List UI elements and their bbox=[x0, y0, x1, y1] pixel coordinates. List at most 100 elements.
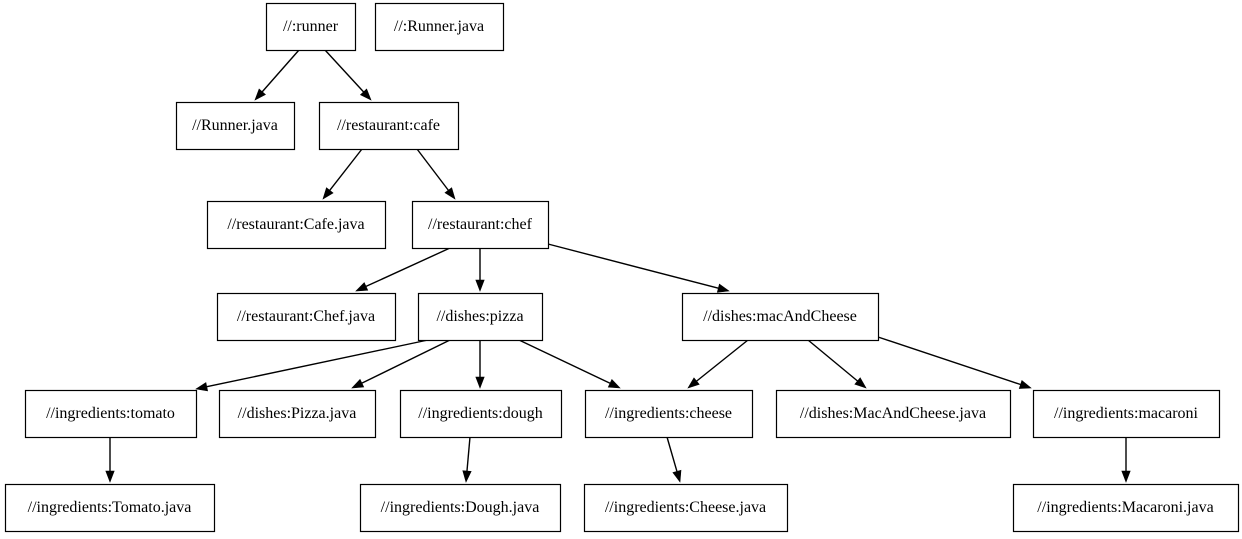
node-box[interactable] bbox=[24, 389, 198, 439]
node-box[interactable] bbox=[411, 200, 550, 250]
graph-edge bbox=[518, 339, 621, 389]
edge-line bbox=[261, 49, 300, 93]
edge-arrowhead bbox=[607, 378, 621, 389]
edge-arrowhead bbox=[444, 187, 456, 200]
graph-node-runner-java[interactable]: //Runner.java bbox=[175, 101, 296, 151]
edge-line bbox=[365, 247, 451, 288]
graph-edge bbox=[355, 247, 451, 292]
graph-node-runner[interactable]: //:runner bbox=[265, 2, 357, 52]
edge-arrowhead bbox=[475, 376, 485, 389]
edge-arrowhead bbox=[716, 283, 730, 293]
graph-node-ing-macaroni[interactable]: //ingredients:macaroni bbox=[1032, 389, 1221, 439]
edge-line bbox=[206, 339, 429, 388]
node-label: //ingredients:Macaroni.java bbox=[1037, 499, 1213, 516]
node-label: //ingredients:Cheese.java bbox=[605, 499, 766, 516]
edge-arrowhead bbox=[322, 187, 334, 200]
graph-node-restaurant-chef[interactable]: //restaurant:chef bbox=[411, 200, 550, 250]
node-box[interactable] bbox=[775, 389, 1012, 439]
graph-node-ing-tomato[interactable]: //ingredients:tomato bbox=[24, 389, 198, 439]
edge-line bbox=[466, 436, 471, 472]
graph-edge bbox=[254, 49, 300, 101]
edge-line bbox=[877, 336, 1021, 386]
edge-line bbox=[361, 339, 451, 384]
node-label: //ingredients:Tomato.java bbox=[28, 499, 192, 516]
node-label: //restaurant:Cafe.java bbox=[227, 216, 364, 233]
graph-edge bbox=[1121, 437, 1131, 483]
node-box[interactable] bbox=[681, 292, 880, 342]
edge-arrowhead bbox=[475, 279, 485, 292]
graph-node-dishes-macandcheese[interactable]: //dishes:macAndCheese bbox=[681, 292, 880, 342]
graph-edge bbox=[475, 248, 485, 292]
graph-edge bbox=[195, 339, 429, 392]
graph-node-restaurant-chef-java[interactable]: //restaurant:Chef.java bbox=[216, 292, 397, 342]
node-box[interactable] bbox=[216, 292, 397, 342]
node-label: //restaurant:chef bbox=[428, 216, 533, 233]
graph-node-dishes-mac-java[interactable]: //dishes:MacAndCheese.java bbox=[775, 389, 1012, 439]
graph-node-ing-macaroni-java[interactable]: //ingredients:Macaroni.java bbox=[1012, 483, 1240, 533]
node-label: //dishes:Pizza.java bbox=[238, 405, 357, 422]
edge-arrowhead bbox=[355, 282, 369, 292]
node-label: //restaurant:cafe bbox=[337, 117, 440, 134]
node-label: //restaurant:Chef.java bbox=[237, 308, 375, 325]
node-box[interactable] bbox=[359, 483, 562, 533]
node-label: //ingredients:cheese bbox=[605, 405, 732, 422]
edge-line bbox=[324, 49, 365, 93]
graph-node-runner-java-root[interactable]: //:Runner.java bbox=[374, 2, 505, 52]
node-box[interactable] bbox=[1032, 389, 1221, 439]
edge-line bbox=[666, 436, 678, 472]
node-box[interactable] bbox=[175, 101, 296, 151]
edge-arrowhead bbox=[351, 378, 365, 389]
node-box[interactable] bbox=[4, 483, 216, 533]
node-label: //ingredients:Dough.java bbox=[381, 499, 540, 516]
graph-edge bbox=[807, 339, 867, 389]
graph-edge bbox=[877, 336, 1032, 389]
graph-node-ing-dough-java[interactable]: //ingredients:Dough.java bbox=[359, 483, 562, 533]
node-label: //dishes:pizza bbox=[436, 308, 523, 325]
node-label: //ingredients:dough bbox=[418, 405, 542, 422]
graph-node-ing-dough[interactable]: //ingredients:dough bbox=[399, 389, 563, 439]
node-box[interactable] bbox=[206, 200, 387, 250]
edge-arrowhead bbox=[105, 470, 115, 483]
edge-line bbox=[518, 339, 611, 384]
graph-edge bbox=[322, 148, 363, 200]
edge-line bbox=[547, 243, 719, 289]
edge-arrowhead bbox=[254, 88, 266, 101]
graph-node-restaurant-cafe[interactable]: //restaurant:cafe bbox=[318, 101, 460, 151]
edge-line bbox=[696, 339, 749, 382]
node-label: //Runner.java bbox=[192, 117, 278, 134]
edges-layer bbox=[105, 49, 1131, 483]
edge-arrowhead bbox=[1018, 380, 1032, 389]
graph-node-ing-cheese[interactable]: //ingredients:cheese bbox=[584, 389, 754, 439]
node-box[interactable] bbox=[318, 101, 460, 151]
node-box[interactable] bbox=[218, 389, 377, 439]
node-label: //dishes:macAndCheese bbox=[703, 308, 857, 325]
edge-arrowhead bbox=[195, 382, 209, 392]
edge-arrowhead bbox=[687, 377, 700, 389]
node-box[interactable] bbox=[584, 389, 754, 439]
graph-edge bbox=[547, 243, 730, 293]
graph-edge bbox=[687, 339, 749, 389]
nodes-layer: //:runner //:Runner.java //Runner.java //re… bbox=[4, 2, 1240, 533]
node-box[interactable] bbox=[583, 483, 789, 533]
edge-arrowhead bbox=[462, 470, 472, 483]
node-box[interactable] bbox=[374, 2, 505, 52]
graph-node-dishes-pizza-java[interactable]: //dishes:Pizza.java bbox=[218, 389, 377, 439]
node-label: //:runner bbox=[283, 18, 339, 35]
graph-edge bbox=[475, 340, 485, 389]
edge-line bbox=[807, 339, 858, 382]
edge-line bbox=[329, 148, 363, 191]
node-box[interactable] bbox=[265, 2, 357, 52]
node-box[interactable] bbox=[1012, 483, 1240, 533]
graph-node-ing-tomato-java[interactable]: //ingredients:Tomato.java bbox=[4, 483, 216, 533]
graph-edge bbox=[351, 339, 451, 389]
graph-node-dishes-pizza[interactable]: //dishes:pizza bbox=[417, 292, 544, 342]
node-box[interactable] bbox=[399, 389, 563, 439]
graph-edge bbox=[105, 437, 115, 483]
node-label: //:Runner.java bbox=[394, 18, 484, 35]
graph-node-restaurant-cafe-java[interactable]: //restaurant:Cafe.java bbox=[206, 200, 387, 250]
edge-arrowhead bbox=[1121, 470, 1131, 483]
node-box[interactable] bbox=[417, 292, 544, 342]
graph-node-ing-cheese-java[interactable]: //ingredients:Cheese.java bbox=[583, 483, 789, 533]
